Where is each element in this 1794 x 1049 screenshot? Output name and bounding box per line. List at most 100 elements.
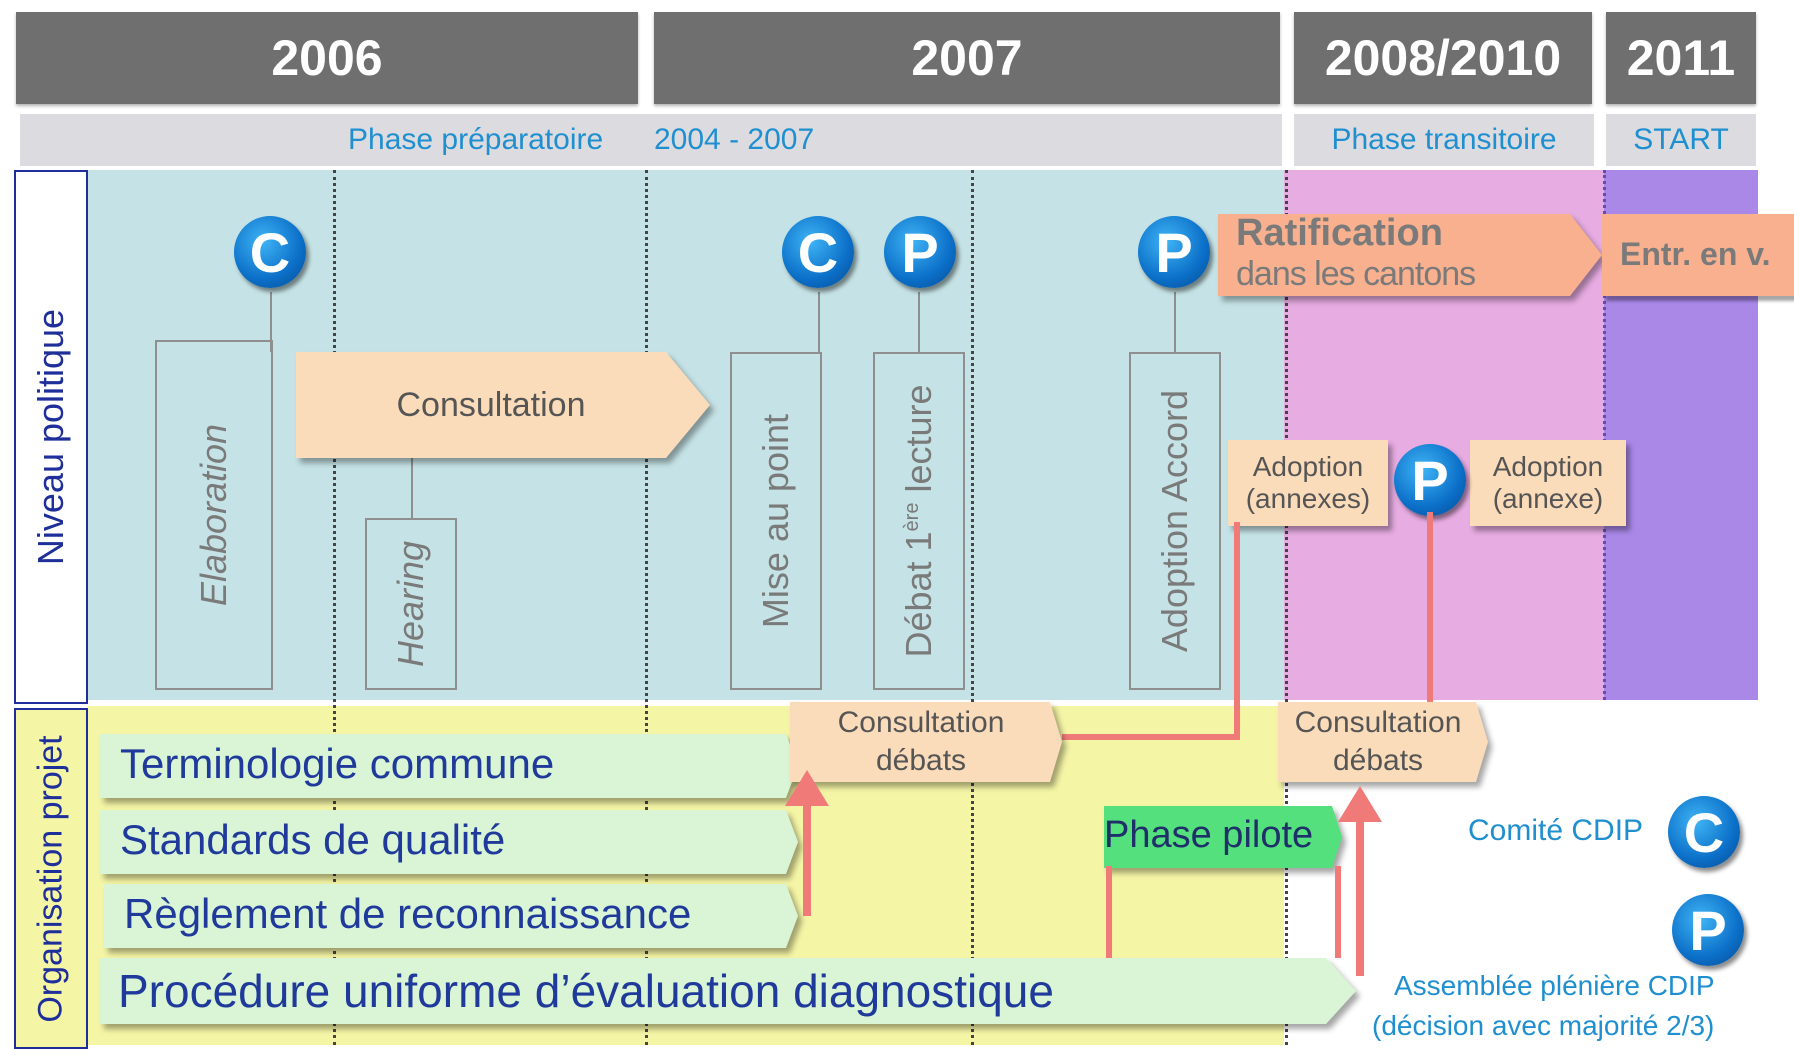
debat-prefix: Débat 1: [898, 531, 939, 658]
row-label-project: Organisation projet: [14, 708, 88, 1049]
entree-en-vigueur-label: Entr. en v.: [1620, 236, 1771, 272]
step-hearing-text: Hearing: [390, 540, 431, 668]
red-connector-vertical: [1335, 866, 1341, 958]
step-adoption-accord: Adoption Accord: [1129, 352, 1221, 690]
phase-pilote-polygon: [1104, 806, 1342, 868]
debat-sup: ère: [901, 502, 923, 532]
phase-pilote-shape: [1104, 806, 1342, 868]
plenary-badge-p-debat: P: [884, 216, 956, 288]
consultation-debats-1-line1: Consultation: [837, 706, 1005, 739]
step-mise-au-point-text: Mise au point: [755, 413, 796, 629]
red-arrow-head-polygon: [785, 770, 829, 806]
step-elaboration-text: Elaboration: [193, 423, 234, 607]
consultation-debats-2-label: Consultation débats: [1278, 702, 1478, 782]
bar-terminologie-polygon: [100, 734, 798, 798]
consultation-debats-1-line2: débats: [875, 744, 967, 777]
ratification-text: Ratification dans les cantons: [1236, 212, 1576, 294]
connector-stem: [818, 292, 820, 352]
red-arrow-head-polygon: [1338, 786, 1382, 822]
plenary-badge-p-annexes: P: [1394, 444, 1466, 516]
committee-badge-c-2006: C: [234, 216, 306, 288]
row-label-project-text: Organisation projet: [31, 734, 70, 1023]
separator-line: [333, 170, 336, 1045]
separator-line: [645, 170, 648, 1045]
consultation-label: Consultation: [396, 385, 586, 424]
ratification-arrow: [1218, 214, 1602, 296]
consultation-arrow: [296, 352, 710, 458]
year-2011: 2011: [1606, 12, 1756, 104]
bar-procedure-label: Procédure uniforme d’évaluation diagnost…: [118, 965, 1054, 1017]
red-connector-vertical: [1427, 512, 1433, 704]
bar-procedure-polygon: [100, 958, 1356, 1024]
connector-stem: [270, 292, 272, 352]
row-label-political-text: Niveau politique: [30, 308, 71, 566]
consultation-debats-2-line1: Consultation: [1294, 706, 1462, 739]
connector-stem: [918, 292, 920, 352]
connector-stem: [1174, 292, 1176, 352]
adoption-annexes-line2: (annexes): [1245, 483, 1371, 514]
red-connector-vertical: [1234, 522, 1240, 740]
legend-plenary-label-line1: Assemblée plénière CDIP: [1394, 970, 1715, 1001]
bar-terminologie-shape: [100, 734, 798, 798]
bar-reglement-shape: [104, 884, 798, 948]
ratification-arrow-shape: [1218, 214, 1602, 296]
red-connector-horizontal: [1062, 734, 1240, 740]
separator-line: [1285, 170, 1288, 1045]
red-arrow-head-icon: [1338, 786, 1382, 822]
bar-standards-label: Standards de qualité: [120, 816, 506, 863]
legend-plenary-badge: P: [1672, 894, 1744, 966]
phase-transitional-label: Phase transitoire: [1331, 123, 1557, 156]
debat-suffix: lecture: [898, 384, 939, 503]
red-arrow-head-icon: [785, 770, 829, 806]
phase-start-bar: START: [1606, 114, 1756, 166]
plenary-badge-p-adoption: P: [1138, 216, 1210, 288]
adoption-annexes-line1: Adoption: [1252, 451, 1364, 482]
legend-committee-badge: C: [1668, 796, 1740, 868]
consultation-debats-1-label: Consultation débats: [790, 702, 1052, 782]
legend-committee-label: Comité CDIP: [1468, 814, 1644, 847]
step-debat-lecture: Débat 1ère lecture: [873, 352, 965, 690]
phase-preparatory-bar: Phase préparatoire 2004 - 2007: [20, 114, 1282, 166]
bar-procedure-shape: [100, 958, 1356, 1024]
adoption-annexe-line2: (annexe): [1492, 483, 1604, 514]
ratification-line1: Ratification: [1236, 212, 1443, 254]
phase-start-label: START: [1633, 123, 1729, 156]
consultation-arrow-shape: [296, 352, 710, 458]
red-connector-vertical: [1106, 866, 1112, 958]
red-arrow-shaft: [1356, 816, 1364, 976]
legend-plenary-label-line2: (décision avec majorité 2/3): [1372, 1010, 1715, 1041]
consultation-debats-1-shape: [790, 702, 1062, 782]
step-debat-lecture-text: Débat 1ère lecture: [898, 384, 940, 657]
consultation-debats-2-line2: débats: [1332, 744, 1424, 777]
consultation-debats-2-shape: [1278, 702, 1488, 782]
step-hearing: Hearing: [365, 518, 457, 690]
connector-stem: [411, 458, 413, 518]
bar-reglement-label: Règlement de reconnaissance: [124, 890, 692, 937]
year-2007: 2007: [654, 12, 1280, 104]
row-label-political: Niveau politique: [14, 170, 88, 704]
entree-en-vigueur-box: Entr. en v.: [1602, 214, 1794, 296]
separator-line: [971, 170, 974, 1045]
consultation-debats-2-polygon: [1278, 702, 1488, 782]
bar-terminologie-label: Terminologie commune: [120, 740, 555, 787]
phase-preparatory-label: Phase préparatoire: [348, 123, 604, 156]
year-2008-2010: 2008/2010: [1294, 12, 1592, 104]
bar-standards-polygon: [100, 810, 798, 874]
ratification-line2: dans les cantons: [1236, 255, 1476, 293]
adoption-annexe-line1: Adoption: [1492, 451, 1604, 482]
adoption-annexe-box: Adoption (annexe): [1470, 440, 1626, 526]
committee-badge-c-2007: C: [782, 216, 854, 288]
step-adoption-accord-text: Adoption Accord: [1154, 389, 1195, 653]
step-mise-au-point: Mise au point: [730, 352, 822, 690]
year-2006: 2006: [16, 12, 638, 104]
step-elaboration: Elaboration: [155, 340, 273, 690]
phase-pilote-label: Phase pilote: [1104, 814, 1314, 856]
adoption-annexes-box: Adoption (annexes): [1228, 440, 1388, 526]
bar-reglement-polygon: [104, 884, 798, 948]
red-arrow-shaft: [803, 800, 811, 916]
consultation-debats-1-polygon: [790, 702, 1062, 782]
phase-transitional-bar: Phase transitoire: [1294, 114, 1594, 166]
phase-preparatory-dates: 2004 - 2007: [654, 123, 815, 156]
bar-standards-shape: [100, 810, 798, 874]
separator-line: [1603, 170, 1606, 700]
